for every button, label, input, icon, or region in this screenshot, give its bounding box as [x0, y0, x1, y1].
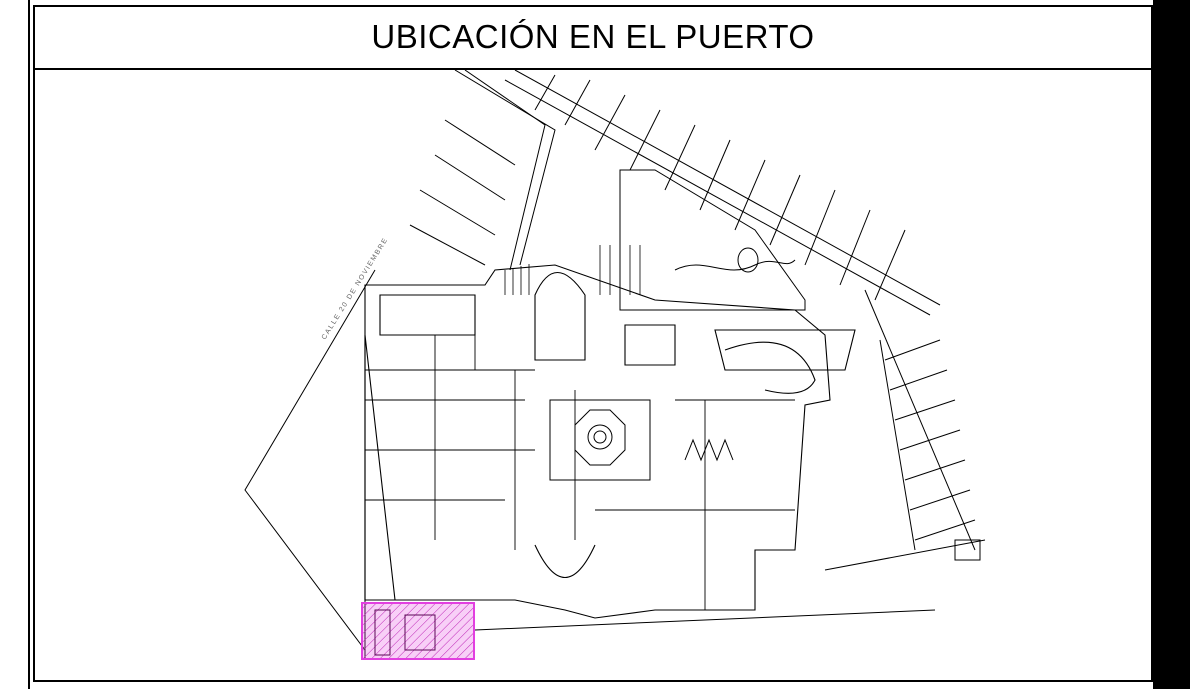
interior-walls [365, 300, 795, 610]
parking-area-east [864, 289, 981, 561]
street-label: CALLE 20 DE NOVIEMBRE [321, 236, 390, 341]
highlighted-location [361, 602, 475, 660]
west-road [244, 269, 376, 660]
building-outline [364, 264, 856, 619]
zigzag-ramp [684, 438, 734, 462]
drawing-frame [33, 5, 1153, 682]
parking-area-north [409, 70, 941, 316]
parking-stalls-west [409, 119, 516, 266]
page-title: UBICACIÓN EN EL PUERTO [371, 17, 815, 55]
south-boundary [474, 539, 986, 631]
outer-frame-line [28, 0, 30, 689]
plaza-building [619, 169, 806, 311]
title-block: UBICACIÓN EN EL PUERTO [33, 5, 1153, 70]
stairs-north [504, 245, 641, 295]
floor-plan: CALLE 20 DE NOVIEMBRE [244, 70, 986, 660]
parking-stall-lines [534, 74, 906, 301]
right-edge-bar [1153, 0, 1190, 689]
central-atrium [549, 399, 651, 481]
